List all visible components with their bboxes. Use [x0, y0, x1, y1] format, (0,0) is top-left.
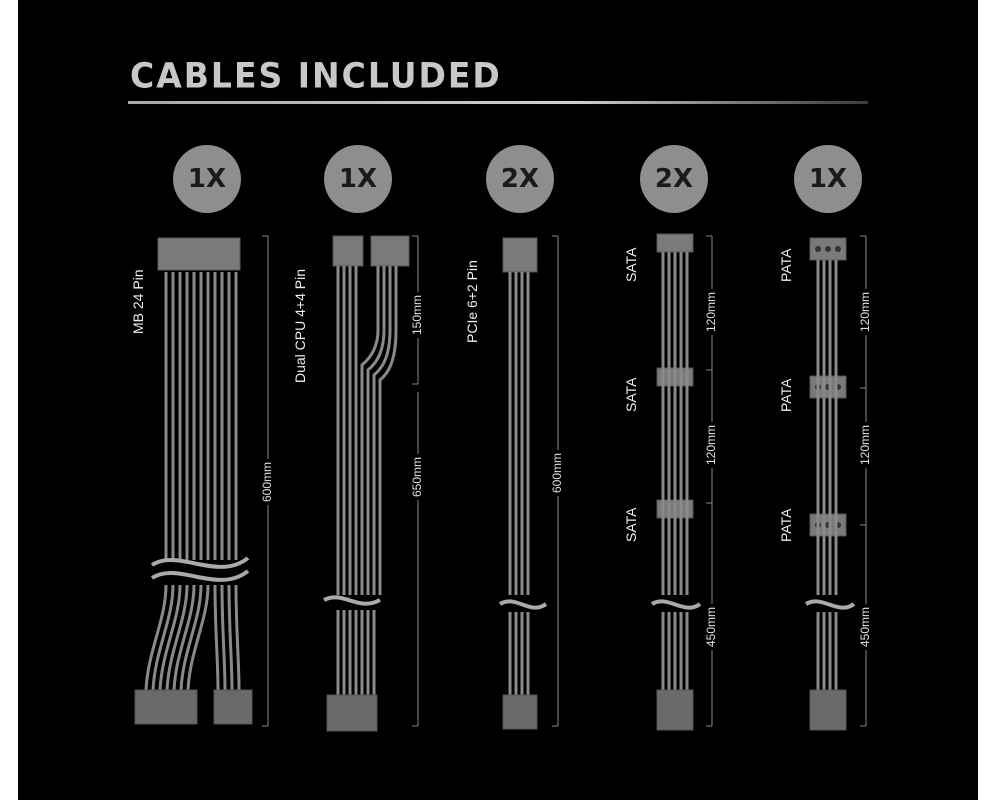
- length-sata-3: 450mm: [704, 603, 718, 650]
- title-underline: [128, 101, 868, 104]
- pata-cable-illustration: [804, 235, 867, 731]
- label-sata-1: SATA: [623, 247, 639, 283]
- label-pata-1: PATA: [778, 248, 794, 282]
- label-mb24: MB 24 Pin: [130, 269, 146, 334]
- length-cpu-split: 150mm: [410, 291, 424, 338]
- mb24-break-mark: [150, 556, 250, 569]
- length-pata-2: 120mm: [858, 421, 872, 468]
- sata-cable-illustration: [650, 233, 713, 731]
- label-pata-3: PATA: [778, 508, 794, 542]
- label-dual-cpu: Dual CPU 4+4 Pin: [292, 268, 308, 383]
- quantity-badge-mb24: 1X: [173, 145, 241, 213]
- pcie-connector-top: [502, 237, 538, 273]
- quantity-badge-cpu: 1X: [324, 145, 392, 213]
- mb24-connector-bottom-left: [134, 689, 198, 725]
- label-pata-2: PATA: [778, 378, 794, 412]
- sata-connector-1: [656, 233, 694, 253]
- cpu-cable-illustration: [323, 235, 419, 732]
- page-title: CABLES INCLUDED: [130, 55, 502, 96]
- sata-connector-psu: [656, 689, 694, 731]
- pcie-connector-bottom: [502, 694, 538, 730]
- cpu-connector-top-1: [332, 235, 364, 267]
- mb24-connector-top: [157, 237, 241, 271]
- product-panel: CABLES INCLUDED 1X 1X 2X 2X 1X: [18, 0, 978, 800]
- mb24-wires: [144, 272, 241, 691]
- label-sata-2: SATA: [623, 377, 639, 413]
- pcie-cable-illustration: [498, 235, 559, 730]
- length-sata-2: 120mm: [704, 421, 718, 468]
- mb24-cable-illustration: [134, 235, 269, 727]
- cable-illustrations: [134, 233, 867, 732]
- cpu-connector-top-2: [370, 235, 410, 267]
- length-sata-1: 120mm: [704, 288, 718, 335]
- length-mb24: 600mm: [260, 458, 274, 505]
- pata-connector-psu: [809, 689, 847, 731]
- mb24-connector-bottom-right: [213, 689, 253, 725]
- cpu-connector-bottom: [326, 694, 378, 732]
- length-pcie: 600mm: [550, 449, 564, 496]
- length-pata-3: 450mm: [858, 603, 872, 650]
- label-pcie: PCIe 6+2 Pin: [464, 260, 480, 343]
- quantity-badge-pata: 1X: [794, 145, 862, 213]
- length-pata-1: 120mm: [858, 288, 872, 335]
- quantity-badge-pcie: 2X: [486, 145, 554, 213]
- quantity-badge-sata: 2X: [640, 145, 708, 213]
- label-sata-3: SATA: [623, 507, 639, 543]
- length-cpu-main: 650mm: [410, 453, 424, 500]
